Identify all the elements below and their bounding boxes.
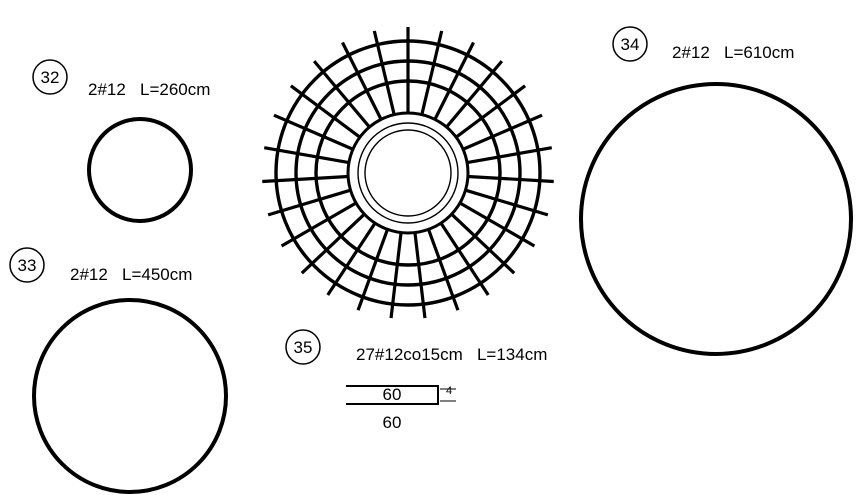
item-34-mark-circle [612,26,648,62]
item-35-mark-circle [285,329,321,365]
rosette-plan-view [262,27,554,319]
hoop-ring [274,39,542,307]
item-34-ring [579,82,853,356]
stirrup-shape: 60 60 4 [346,385,456,432]
stirrup-hook-dim: 4 [446,385,452,397]
item-32-mark-circle [32,59,68,95]
stirrup-bottom-dim: 60 [383,413,402,432]
item-34: 34 2#12 L=610cm [579,26,853,356]
item-32-ring [87,117,193,223]
item-33-mark-circle [9,247,45,283]
stirrup-top-dim: 60 [383,385,402,404]
item-33-spec: 2#12 L=450cm [70,265,192,284]
item-35: 35 27#12co15cm L=134cm 60 60 4 [285,329,547,432]
item-33-mark: 33 [18,256,37,275]
item-33-ring [32,298,228,494]
item-32: 32 2#12 L=260cm [32,59,210,223]
item-35-mark: 35 [294,338,313,357]
item-32-spec: 2#12 L=260cm [88,80,210,99]
item-32-mark: 32 [41,68,60,87]
hoop-ring [294,59,522,287]
hoop-ring [346,111,470,235]
inner-sleeve-circle [357,122,459,224]
item-34-mark: 34 [621,35,640,54]
hoop-ring [314,79,502,267]
item-33: 33 2#12 L=450cm [9,247,228,494]
stirrup-bar [346,385,439,405]
item-34-spec: 2#12 L=610cm [672,43,794,62]
item-35-spec: 27#12co15cm L=134cm [356,345,547,364]
inner-sleeve-circle [364,129,452,217]
